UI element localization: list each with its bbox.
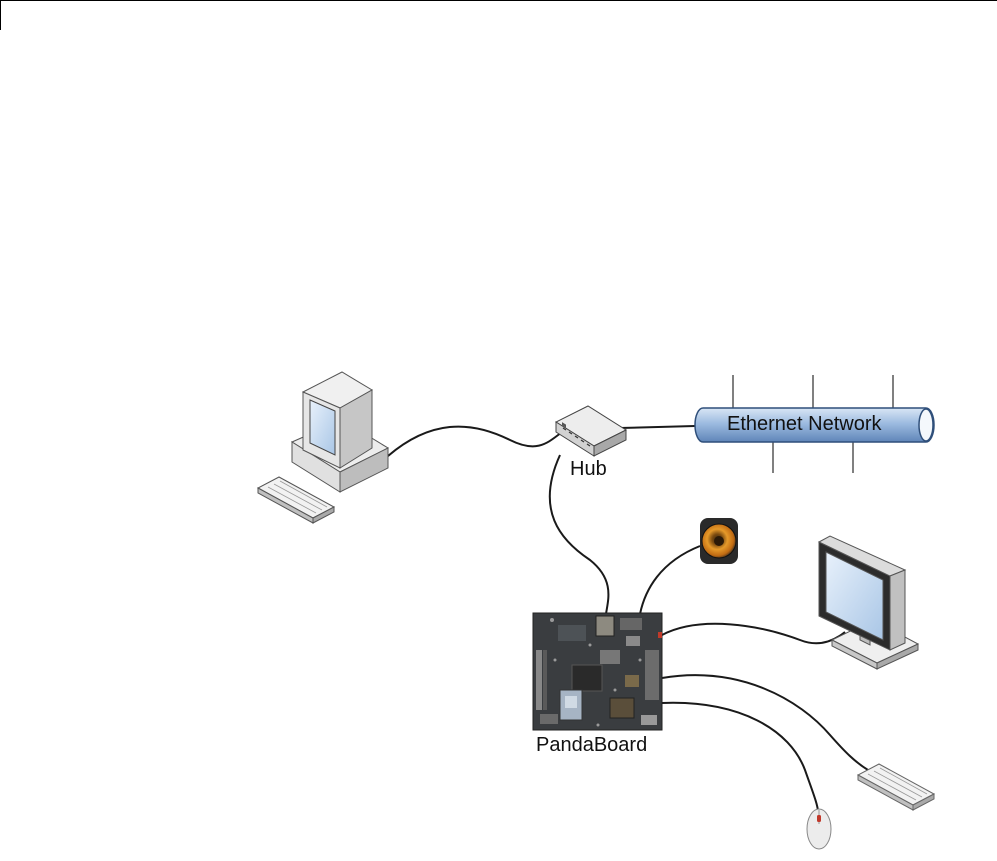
cable-board-to-mouse <box>662 703 818 812</box>
cable-board-to-speaker <box>640 546 700 614</box>
circuit-board-icon <box>533 613 662 730</box>
monitor-icon <box>819 536 918 669</box>
keyboard-icon <box>858 764 934 810</box>
cable-board-to-keyboard <box>662 675 868 770</box>
pandaboard-label: PandaBoard <box>536 735 647 755</box>
cable-board-to-monitor <box>662 624 845 644</box>
cable-pc-to-hub <box>388 427 565 456</box>
hub-label: Hub <box>570 459 607 479</box>
ethernet-network-label: Ethernet Network <box>727 414 882 434</box>
desktop-computer-icon <box>258 372 388 523</box>
mouse-icon <box>807 809 831 849</box>
network-hub-icon <box>556 406 626 456</box>
speaker-icon <box>700 518 738 564</box>
cable-hub-to-ethernet <box>620 426 695 428</box>
